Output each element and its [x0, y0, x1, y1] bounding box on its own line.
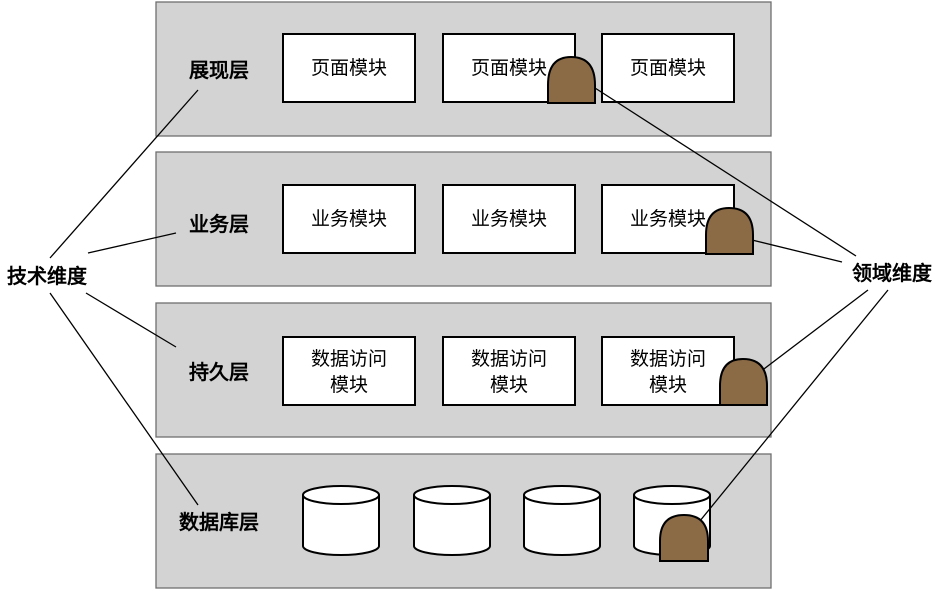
data-access-module-2-line2: 模块 [490, 374, 528, 396]
business-module-2-label: 业务模块 [471, 208, 547, 230]
business-module-3-label: 业务模块 [630, 208, 706, 230]
data-access-module-1-line2: 模块 [330, 374, 368, 396]
domain-mound-presentation [547, 55, 596, 104]
domain-mound-persistence [719, 357, 768, 406]
business-layer-label: 业务层 [189, 212, 249, 236]
domain-mound-database [659, 513, 709, 562]
presentation-layer-label: 展现层 [189, 58, 249, 82]
technical-dimension-label: 技术维度 [7, 264, 88, 288]
data-access-module-2-line1: 数据访问 [471, 348, 547, 370]
data-access-module-1: 数据访问 模块 [282, 336, 416, 406]
database-layer-label: 数据库层 [179, 510, 259, 534]
persistence-layer-label: 持久层 [189, 360, 249, 384]
business-module-2: 业务模块 [442, 184, 576, 254]
data-access-module-3-line2: 模块 [649, 374, 687, 396]
technical-dimension-connectors [49, 89, 199, 506]
page-module-3: 页面模块 [601, 33, 735, 103]
business-module-1-label: 业务模块 [311, 208, 387, 230]
data-access-module-2: 数据访问 模块 [442, 336, 576, 406]
domain-mound-business [705, 206, 754, 255]
database-cylinder-3 [523, 485, 601, 556]
data-access-module-3: 数据访问 模块 [601, 336, 735, 406]
domain-dimension-label: 领域维度 [852, 261, 933, 285]
business-module-1: 业务模块 [282, 184, 416, 254]
database-cylinder-1 [302, 485, 380, 556]
page-module-3-label: 页面模块 [630, 57, 706, 79]
page-module-1-label: 页面模块 [311, 57, 387, 79]
page-module-2-label: 页面模块 [471, 57, 547, 79]
page-module-1: 页面模块 [282, 33, 416, 103]
domain-dimension-connectors [594, 87, 889, 528]
database-cylinder-2 [413, 485, 491, 556]
data-access-module-1-line1: 数据访问 [311, 348, 387, 370]
data-access-module-3-line1: 数据访问 [630, 348, 706, 370]
